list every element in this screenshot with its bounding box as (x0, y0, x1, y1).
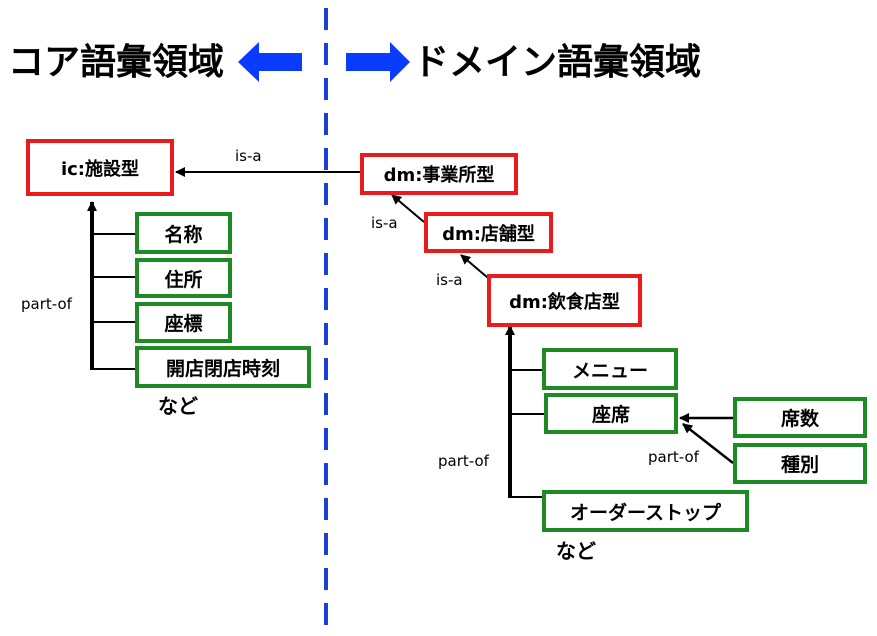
core-class-facility: ic:施設型 (26, 139, 174, 196)
seat-part-of-label: part-of (648, 448, 699, 466)
is-a-label-2: is-a (436, 271, 463, 289)
domain-etc-label: など (556, 539, 596, 563)
domain-part-of-label: part-of (438, 452, 489, 470)
domain-class-store: dm:店舗型 (424, 212, 553, 253)
domain-class-restaurant: dm:飲食店型 (487, 274, 642, 327)
core-etc-label: など (158, 394, 198, 418)
core-property-address: 住所 (135, 258, 232, 298)
domain-property-menu: メニュー (542, 348, 678, 390)
seat-type-arrow (682, 423, 734, 464)
domain-class-business: dm:事業所型 (360, 153, 518, 195)
right-arrow-icon (346, 42, 410, 82)
domain-property-order-stop: オーダーストップ (542, 490, 749, 532)
core-property-hours: 開店閉店時刻 (135, 346, 311, 388)
seat-subproperty-count: 席数 (733, 397, 867, 438)
domain-property-seat: 座席 (544, 393, 678, 434)
is-a-arrow-1 (391, 194, 425, 223)
is-a-label-1: is-a (371, 214, 398, 232)
cross-is-a-label: is-a (235, 147, 262, 165)
seat-subproperty-type: 種別 (733, 443, 867, 484)
core-property-coordinates: 座標 (135, 302, 232, 343)
core-part-of-label: part-of (21, 295, 72, 313)
core-vocabulary-title: コア語彙領域 (8, 42, 225, 83)
core-property-name: 名称 (135, 212, 232, 254)
domain-vocabulary-title: ドメイン語彙領域 (413, 42, 702, 83)
left-arrow-icon (238, 42, 302, 82)
